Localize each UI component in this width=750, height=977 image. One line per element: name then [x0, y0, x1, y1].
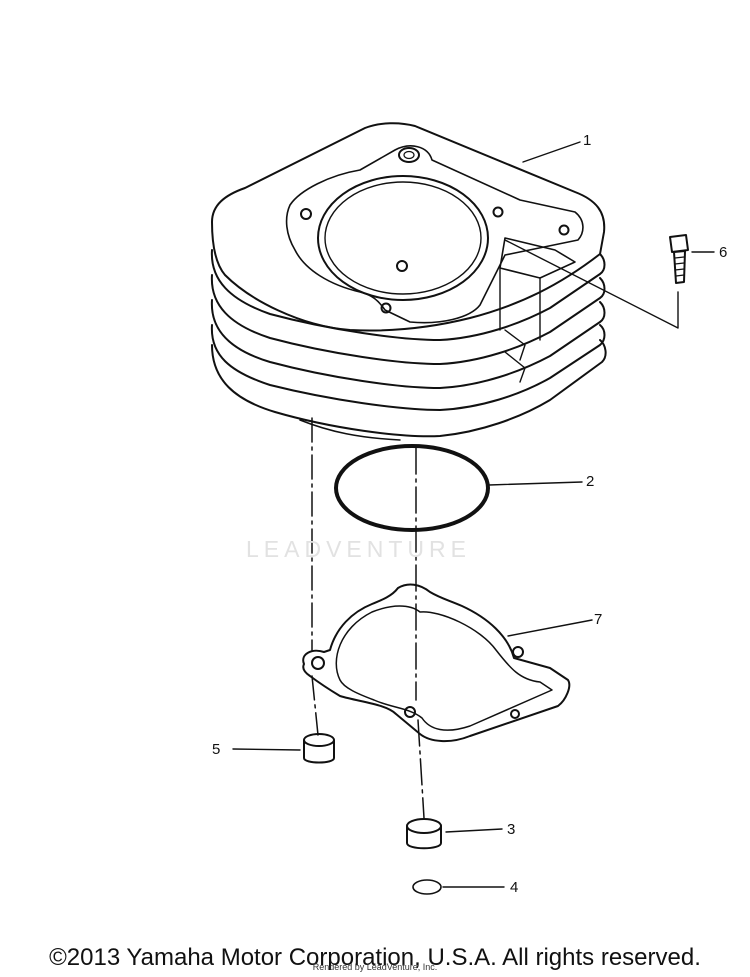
- callout-4: 4: [510, 879, 519, 896]
- rendered-by-notice: Rendered by LeadVenture, Inc.: [312, 962, 438, 972]
- callout-1: 1: [583, 132, 592, 149]
- callout-3: 3: [507, 821, 516, 838]
- callout-7: 7: [594, 611, 603, 628]
- callout-6: 6: [719, 244, 728, 261]
- cylinder-part: [210, 122, 679, 441]
- dowel-pin-left-part: [232, 733, 335, 764]
- dowel-pin-lower-part: [406, 818, 503, 850]
- leadventure-watermark: LEADVENTURE: [246, 536, 471, 562]
- callout-2: 2: [586, 473, 595, 490]
- gasket-part: [302, 583, 593, 742]
- copyright-notice: ©2013 Yamaha Motor Corporation, U.S.A. A…: [49, 944, 701, 971]
- small-o-ring-part: [412, 879, 505, 895]
- o-ring-part: [334, 444, 583, 532]
- bolt-part: [669, 234, 715, 284]
- callout-5: 5: [212, 741, 221, 758]
- assembly-center-lines: [311, 417, 425, 819]
